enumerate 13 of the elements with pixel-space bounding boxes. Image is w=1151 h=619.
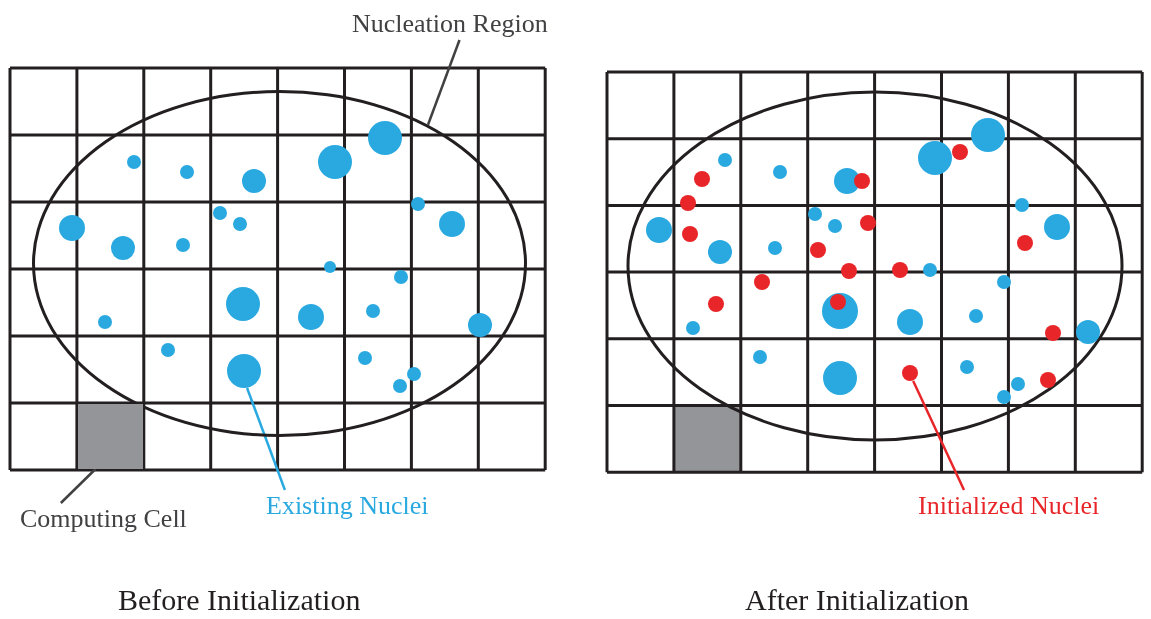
callout-label: Computing Cell	[20, 504, 187, 533]
computing-cell	[78, 404, 143, 469]
leader-line	[912, 380, 966, 491]
leader-line	[59, 468, 97, 504]
callout-label: Nucleation Region	[352, 9, 548, 38]
leader-line	[245, 387, 287, 491]
callout-label: Initialized Nuclei	[918, 491, 1100, 520]
leader-line	[426, 39, 461, 126]
callout-label: Existing Nuclei	[266, 491, 429, 520]
panel-caption: Before Initialization	[118, 582, 361, 618]
nucleus-dot	[902, 365, 918, 381]
panel-caption: After Initialization	[745, 582, 970, 618]
nucleus-dot	[227, 354, 261, 388]
